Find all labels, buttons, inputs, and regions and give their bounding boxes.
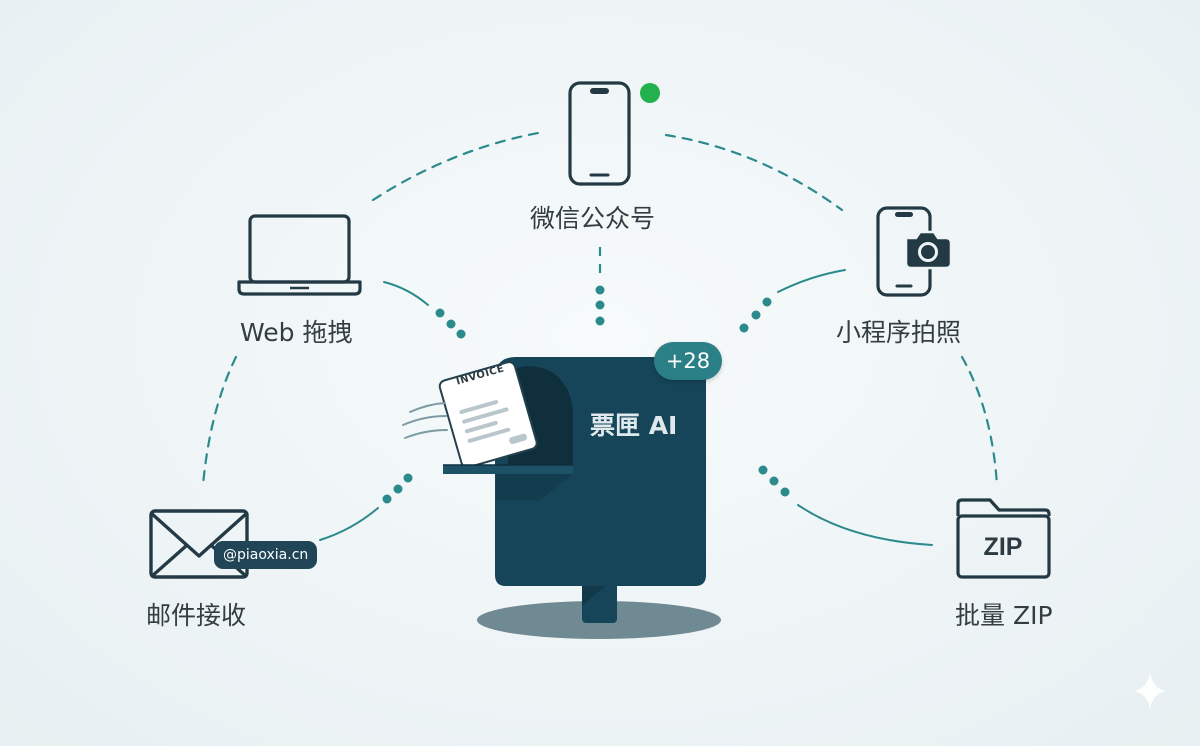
sparkle-icon [1134, 672, 1166, 710]
camera-phone-icon [876, 206, 953, 297]
zip-folder-text: ZIP [983, 533, 1023, 561]
online-status-dot [640, 83, 660, 103]
laptop-icon [237, 214, 362, 296]
folder-icon [956, 498, 1051, 579]
motion-lines [402, 402, 448, 439]
wechat-label: 微信公众号 [530, 204, 656, 233]
mailbox-title: 票匣 AI [590, 411, 678, 440]
email-label: 邮件接收 [146, 601, 247, 630]
count-badge: +28 [654, 342, 722, 380]
inner-connectors [319, 269, 933, 546]
email-address-badge: @piaoxia.cn [214, 541, 318, 569]
zip-label: 批量 ZIP [955, 601, 1053, 630]
invoice-icon [438, 361, 538, 469]
web-label: Web 拖拽 [240, 318, 353, 347]
mailbox-icon [438, 357, 706, 586]
smartphone-icon [568, 81, 631, 186]
connector-dots [382, 285, 790, 504]
miniprogram-label: 小程序拍照 [836, 318, 962, 347]
outer-dashed-arc [201, 131, 999, 487]
